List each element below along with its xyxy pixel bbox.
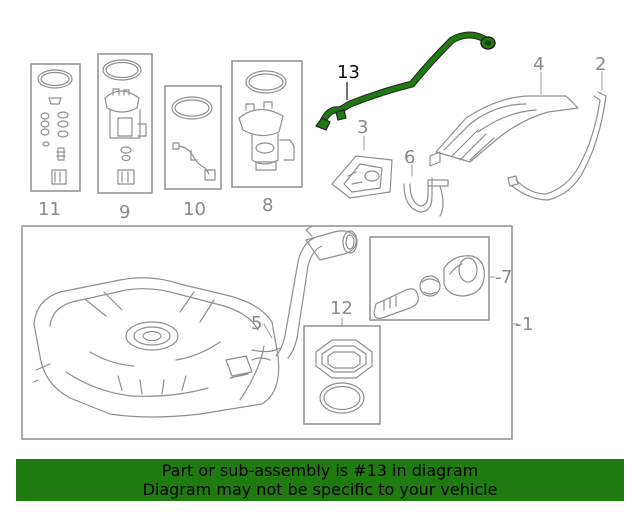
part-3-shield[interactable] [331,155,393,199]
part-6-clip[interactable] [403,177,449,217]
part-2-strap[interactable] [507,91,607,201]
part-8-pump-module[interactable] [231,60,303,188]
part-9-pump-assembly[interactable] [97,53,153,194]
callout-8: 8 [262,195,273,216]
part-13-vent-hose[interactable] [315,31,496,131]
callout-1-dash: - [515,314,522,335]
callout-9: 9 [119,202,130,223]
callout-7-dash: - [495,267,502,288]
part-5-filler-pipe[interactable] [251,225,358,361]
banner-line-1: Part or sub-assembly is #13 in diagram [161,461,479,480]
part-11-kit[interactable] [30,63,81,192]
callout-13: 13 [337,62,360,83]
part-4-guard[interactable] [429,95,579,167]
info-banner: Part or sub-assembly is #13 in diagram D… [16,459,624,501]
callout-6: 6 [404,147,415,168]
callout-1: 1 [522,314,533,335]
part-7-valve-kit[interactable] [369,236,490,321]
callout-12: 12 [330,298,353,319]
banner-line-2: Diagram may not be specific to your vehi… [142,480,498,499]
callout-10: 10 [183,199,206,220]
part-12-seal-kit[interactable] [303,325,381,425]
callout-5: 5 [251,313,262,334]
leader-5 [263,323,273,339]
callout-4: 4 [533,54,544,75]
callout-11: 11 [38,199,61,220]
callout-2: 2 [595,54,606,75]
part-10-sender[interactable] [164,85,222,190]
callout-3: 3 [357,117,368,138]
part-1-tank[interactable] [33,277,281,418]
callout-7: 7 [501,267,512,288]
part-1-box [21,225,513,440]
